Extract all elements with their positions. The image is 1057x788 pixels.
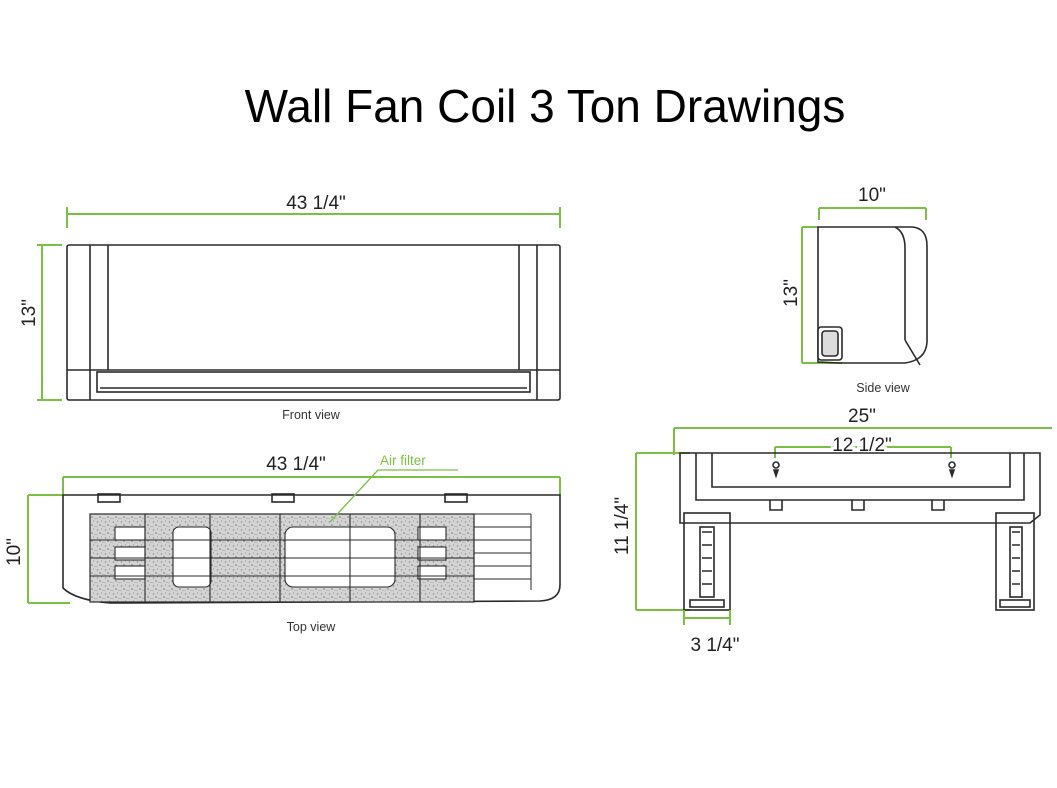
top-width-label: 43 1/4" bbox=[266, 454, 326, 475]
front-height-label: 13" bbox=[19, 299, 40, 327]
top-view: 43 1/4" 10" bbox=[4, 453, 561, 634]
front-width-label: 43 1/4" bbox=[286, 193, 346, 214]
side-unit-body bbox=[817, 226, 928, 366]
side-view-caption: Side view bbox=[856, 381, 910, 395]
side-view: 10" 13" Side view bbox=[781, 185, 928, 395]
front-width-dimension: 43 1/4" bbox=[66, 193, 561, 228]
side-depth-dimension: 10" bbox=[818, 185, 927, 220]
plate-width-label: 25" bbox=[848, 406, 876, 427]
top-depth-dimension: 10" bbox=[4, 494, 70, 604]
bracket-width-label: 3 1/4" bbox=[690, 635, 739, 656]
side-depth-label: 10" bbox=[858, 185, 886, 206]
top-view-caption: Top view bbox=[287, 620, 337, 634]
hole-spacing-label: 12 1/2" bbox=[832, 435, 892, 456]
plate-height-label: 11 1/4" bbox=[612, 497, 633, 555]
top-width-dimension: 43 1/4" bbox=[62, 454, 561, 495]
air-filter-grid bbox=[89, 513, 532, 603]
wall-plate-view: 25" 12 1/2" 11 1/4" bbox=[612, 406, 1052, 656]
hole-spacing-dimension: 12 1/2" bbox=[774, 432, 952, 459]
page-title: Wall Fan Coil 3 Ton Drawings bbox=[244, 80, 846, 132]
top-depth-label: 10" bbox=[4, 538, 25, 566]
plate-width-dimension: 25" bbox=[673, 406, 1052, 455]
front-height-dimension: 13" bbox=[19, 244, 62, 401]
air-filter-callout: Air filter bbox=[329, 453, 458, 523]
air-filter-label: Air filter bbox=[380, 453, 426, 468]
side-height-label: 13" bbox=[781, 279, 802, 307]
front-unit-body bbox=[66, 244, 561, 401]
top-unit-body bbox=[62, 493, 561, 604]
plate-outline bbox=[679, 452, 1041, 611]
plate-height-dimension: 11 1/4" bbox=[612, 452, 690, 611]
front-view: 43 1/4" 13" Front view bbox=[19, 193, 561, 422]
front-view-caption: Front view bbox=[282, 408, 341, 422]
bracket-width-dimension: 3 1/4" bbox=[683, 610, 740, 656]
